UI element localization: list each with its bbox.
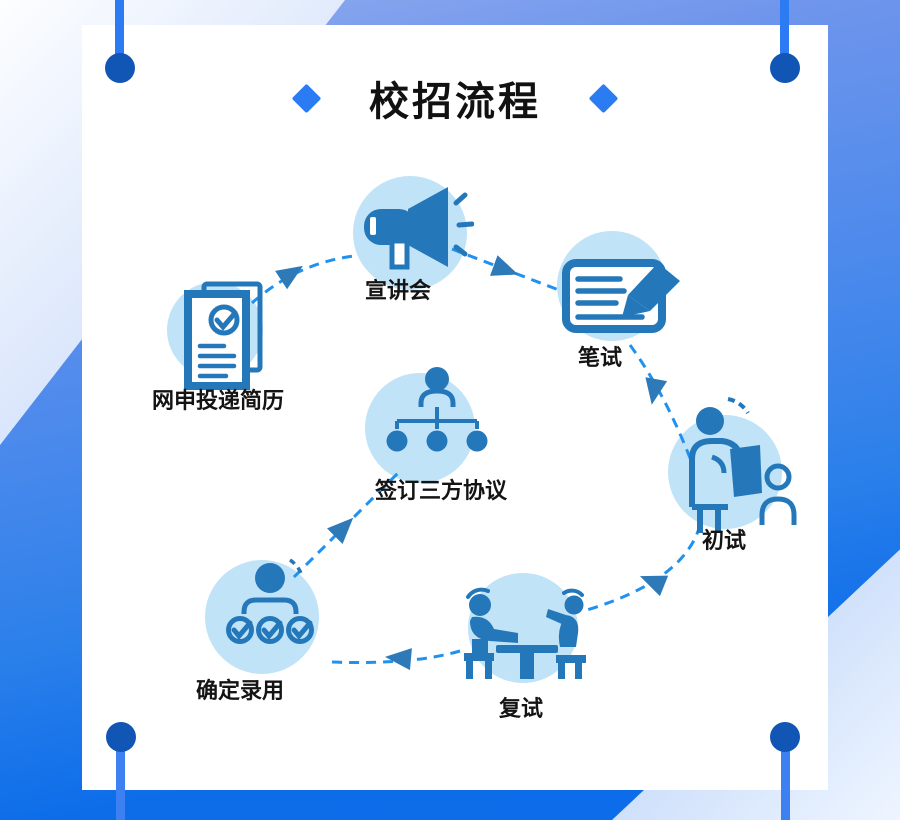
step-label-info-session: 宣讲会: [364, 278, 432, 303]
person-checklist-icon: [226, 558, 314, 644]
connector-4-5: [586, 524, 702, 612]
title-row: 校招流程: [82, 69, 828, 127]
arrowhead-icon: [639, 575, 669, 597]
megaphone-icon: [364, 187, 474, 270]
arrowhead-icon: [490, 255, 519, 276]
document-check-icon: [184, 281, 263, 390]
step-label-written-test: 笔试: [577, 345, 623, 370]
step-label-second-interview: 复试: [498, 696, 544, 721]
step-label-first-interview: 初试: [701, 528, 747, 553]
pin-string: [116, 740, 125, 820]
arrowhead-icon: [385, 648, 412, 671]
pin-icon: [105, 53, 135, 83]
step-circle-sign-agreement: [365, 373, 475, 483]
arrowhead-icon: [275, 265, 303, 290]
step-label-sign-agreement: 签订三方协议: [374, 478, 508, 503]
pin-icon: [770, 53, 800, 83]
page-title: 校招流程: [369, 80, 541, 124]
pin-icon: [106, 722, 136, 752]
pin-string: [780, 0, 789, 64]
writing-pen-icon: [562, 259, 680, 333]
pin-string: [781, 740, 790, 820]
person-orgchart-icon: [386, 367, 488, 452]
poster-card: 校招流程: [82, 25, 828, 790]
arrowhead-icon: [645, 377, 668, 405]
step-label-offer-confirmed: 确定录用: [195, 678, 285, 703]
step-label-online-application: 网申投递简历: [151, 388, 285, 413]
arrowhead-icon: [327, 517, 354, 544]
pin-icon: [770, 722, 800, 752]
table-interview-icon: [464, 587, 586, 679]
interviewer-clipboard-icon: [689, 397, 797, 533]
